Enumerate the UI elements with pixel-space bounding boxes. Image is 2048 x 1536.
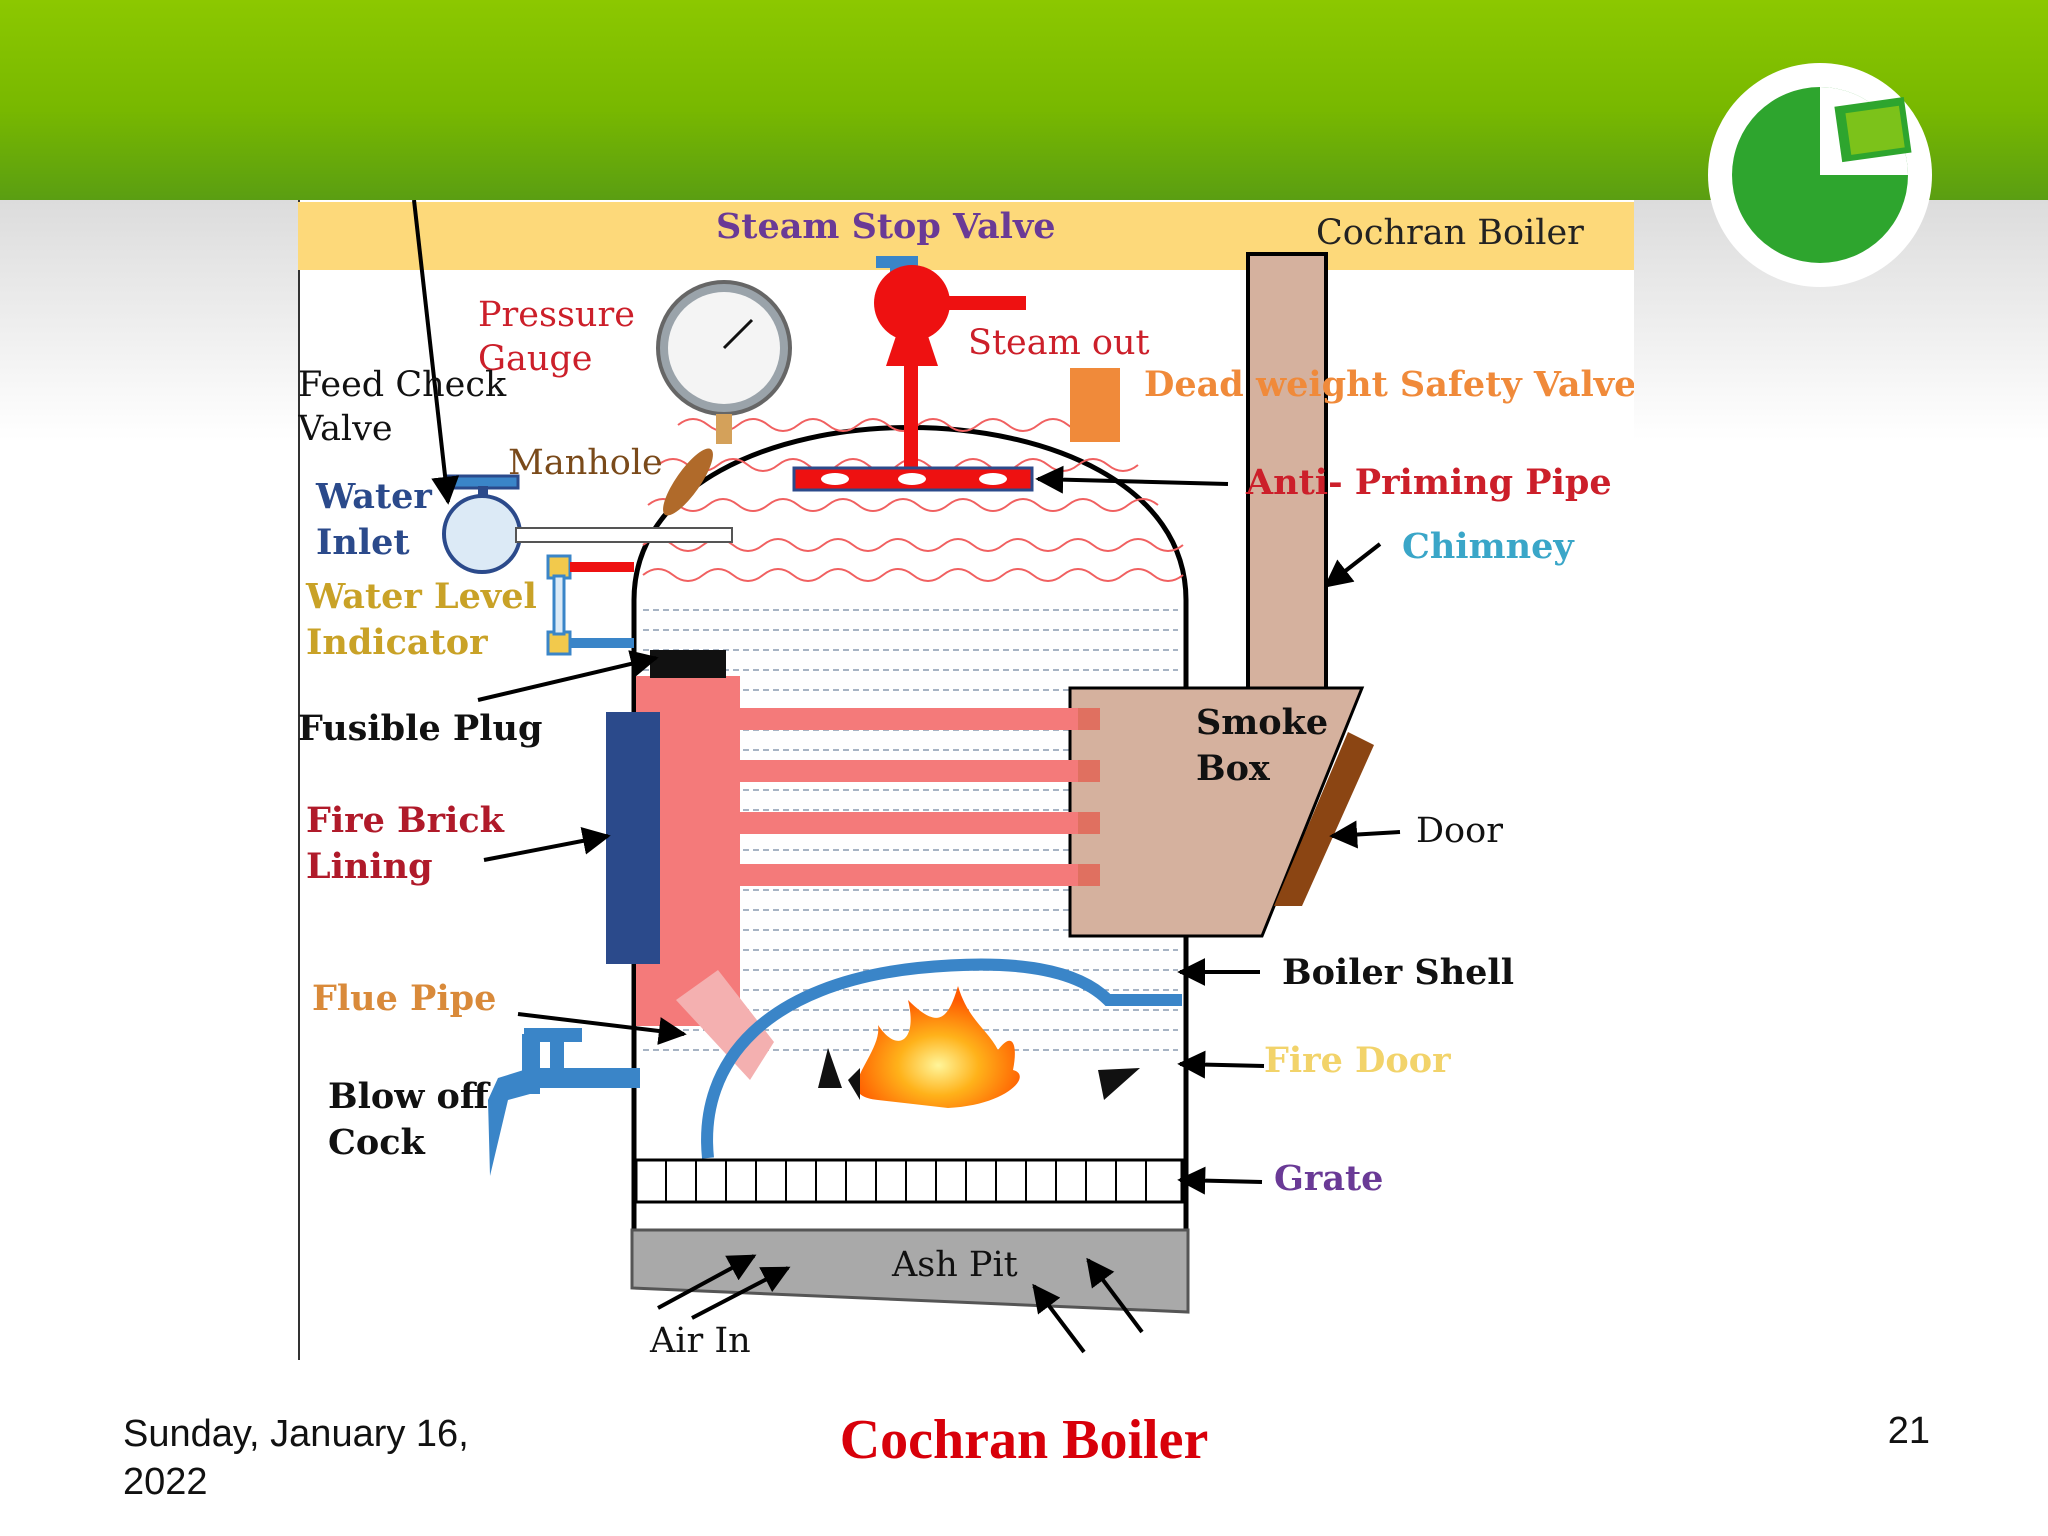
smoke-box-door <box>1274 732 1374 906</box>
blow-off-label-2: Cock <box>328 1122 426 1163</box>
blow-off-label-1: Blow off <box>328 1076 491 1117</box>
blow-off-cock <box>488 1028 640 1176</box>
fusible-plug <box>650 650 726 678</box>
grate <box>634 1158 1184 1204</box>
slide-title: Cochran Boiler <box>839 1409 1209 1471</box>
fire-tubes <box>730 708 1100 886</box>
manhole-label: Manhole <box>508 443 663 483</box>
fusible-plug-label: Fusible Plug <box>298 708 542 749</box>
fire-brick-label-1: Fire Brick <box>306 800 505 841</box>
pressure-gauge-icon <box>656 280 792 444</box>
water-level-label-2: Indicator <box>306 622 488 663</box>
header-band <box>0 0 2048 200</box>
fire-brick-lining <box>606 712 660 964</box>
fire-door-label: Fire Door <box>1264 1040 1451 1081</box>
anti-priming-pipe <box>792 466 1034 492</box>
chimney-label: Chimney <box>1402 526 1575 567</box>
banner-title: Cochran Boiler <box>1316 213 1584 253</box>
dead-weight-safety-valve <box>1070 368 1120 442</box>
fire-arch <box>701 958 1182 1159</box>
steam-stop-valve-label: Steam Stop Valve <box>716 206 1056 247</box>
fire-brick-label-2: Lining <box>306 846 433 887</box>
air-in-label: Air In <box>649 1321 751 1360</box>
water-level-label-1: Water Level <box>305 576 537 617</box>
anti-priming-label: Anti- Priming Pipe <box>1245 462 1612 503</box>
water-inlet-label-1: Water <box>315 476 432 517</box>
chimney <box>1246 252 1328 696</box>
pressure-gauge-label-1: Pressure <box>478 295 635 335</box>
logo-icon <box>1708 63 1932 287</box>
ash-pit-label: Ash Pit <box>891 1245 1018 1285</box>
water-inlet-label-2: Inlet <box>316 522 410 563</box>
coal-icon <box>818 1048 1140 1100</box>
slide-date: Sunday, January 16, 2022 <box>123 1413 469 1503</box>
flue-pipe-label: Flue Pipe <box>312 978 496 1019</box>
feed-check-valve <box>442 474 733 574</box>
flue-pipe <box>676 970 774 1080</box>
smoke-box-label-2: Box <box>1196 748 1271 789</box>
steam-stop-valve <box>874 256 1026 478</box>
slide-page-number: 21 <box>1887 1410 1930 1452</box>
grate-label: Grate <box>1274 1158 1383 1199</box>
dead-weight-label: Dead weight Safety Valve <box>1144 364 1634 405</box>
water-level-indicator <box>546 554 634 656</box>
flame-icon <box>856 986 1020 1108</box>
boiler-shell-label: Boiler Shell <box>1282 952 1514 993</box>
smoke-box-label-1: Smoke <box>1196 702 1328 743</box>
smoke-box <box>1068 686 1365 938</box>
door-label: Door <box>1416 811 1503 851</box>
steam-out-label: Steam out <box>968 323 1150 363</box>
title-banner <box>298 202 1634 270</box>
cochran-boiler-diagram: Steam Stop Valve Cochran Boiler Pressure… <box>298 200 1634 1360</box>
feed-check-label-1: Feed Check <box>298 365 507 405</box>
manhole <box>663 448 713 516</box>
feed-check-label-2: Valve <box>298 409 393 449</box>
pressure-gauge-label-2: Gauge <box>478 339 593 379</box>
